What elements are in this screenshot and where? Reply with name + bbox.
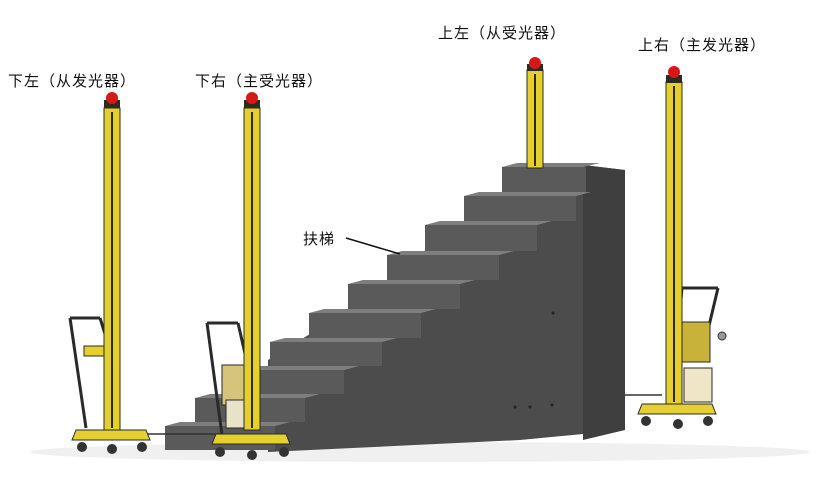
indicator-lamp: [668, 66, 680, 78]
sensor-post-bottom-left: [68, 92, 151, 454]
wheel: [641, 416, 651, 426]
indicator-lamp: [106, 92, 118, 104]
step-tread: [464, 192, 591, 196]
sensor-post-top-right: [637, 66, 727, 429]
wheel: [137, 442, 147, 452]
wheel: [279, 447, 289, 457]
step: [348, 284, 460, 309]
step-tread: [425, 221, 552, 225]
step-tread: [502, 163, 600, 167]
step: [270, 342, 382, 366]
indicator-lamp: [246, 92, 258, 104]
step: [387, 255, 499, 280]
sensor-post-bottom-right: [205, 92, 291, 460]
bolt: [513, 405, 517, 409]
step: [309, 313, 421, 338]
label-top-right-emitter: 上右（主发光器）: [638, 36, 767, 54]
control-box: [679, 321, 711, 363]
sensor-post-top-left: [526, 57, 544, 169]
wheel: [247, 450, 257, 460]
step-tread: [232, 366, 359, 370]
label-top-left-receiver: 上左（从受光器）: [438, 24, 567, 42]
label-bottom-right-receiver: 下右（主受光器）: [195, 72, 324, 90]
wheel: [673, 419, 683, 429]
step-tread: [270, 338, 397, 342]
step-tread: [309, 309, 436, 313]
indicator-lamp: [529, 57, 541, 69]
step-tread: [348, 280, 475, 284]
floor-shadow: [30, 442, 810, 462]
step: [502, 167, 586, 192]
step: [464, 196, 576, 221]
bolt: [528, 405, 532, 409]
wheel: [107, 444, 117, 454]
wheel: [77, 442, 87, 452]
bolt: [550, 403, 554, 407]
step: [425, 225, 537, 251]
label-escalator: 扶梯: [303, 230, 336, 248]
bolt: [551, 311, 555, 315]
escalator-end-face: [583, 165, 625, 440]
wheel: [215, 447, 225, 457]
step-tread: [387, 251, 514, 255]
wheel: [703, 416, 713, 426]
escalator-leader-line: [345, 237, 401, 255]
label-bottom-left-emitter: 下左（从发光器）: [8, 72, 137, 90]
